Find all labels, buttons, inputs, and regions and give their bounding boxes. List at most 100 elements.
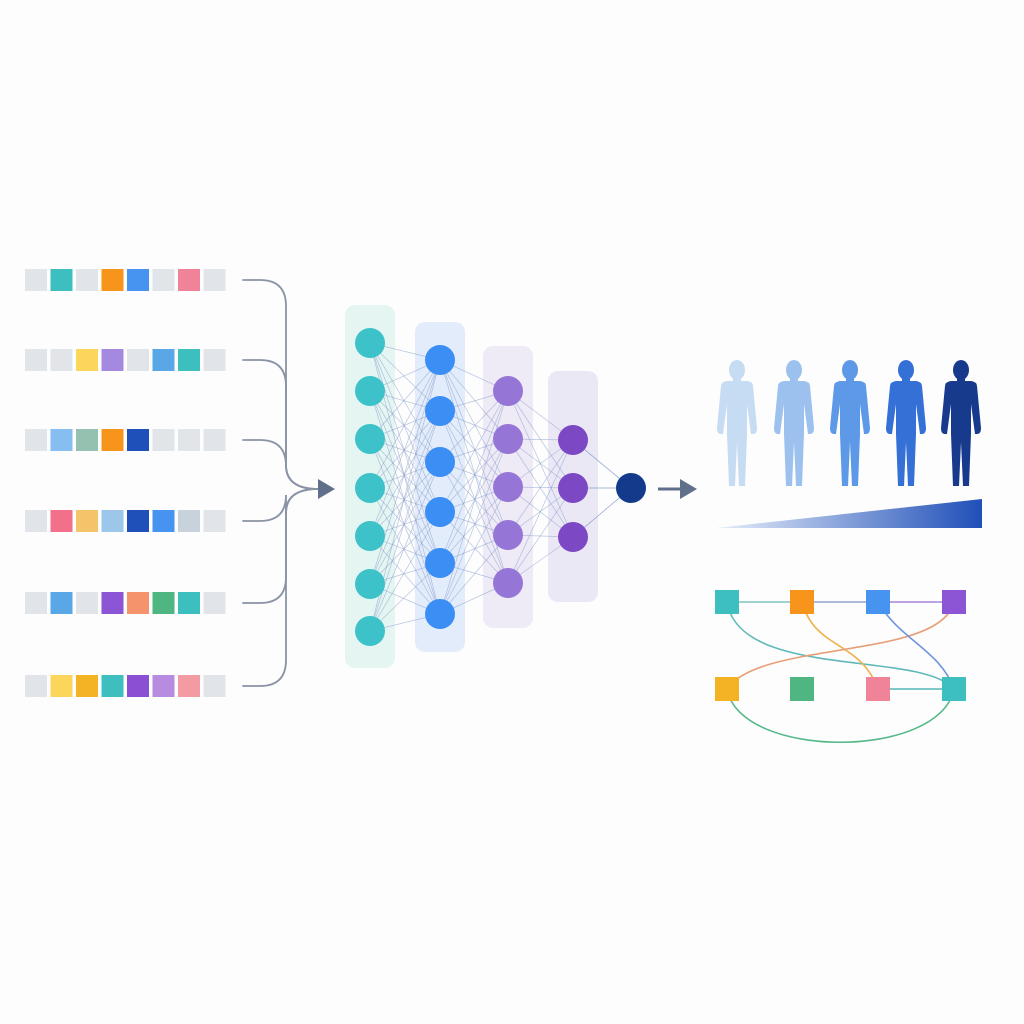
network-node (355, 521, 385, 551)
figure-body (941, 381, 981, 486)
sequence-cell (101, 269, 124, 291)
graph-node (790, 677, 814, 701)
network-node (355, 328, 385, 358)
sequence-cell (50, 269, 73, 291)
sequence-cell (101, 349, 124, 371)
network-edge (369, 410, 441, 585)
sequence-cell (50, 675, 73, 697)
graph-edge (726, 601, 955, 690)
network-edge (369, 410, 441, 489)
network-edge (369, 390, 441, 463)
human-figure-icon (774, 360, 814, 486)
output-arrow (658, 479, 697, 499)
sequence-cell (76, 592, 98, 614)
sequence-cell (178, 592, 200, 614)
network-node (493, 424, 523, 454)
human-figure-icon (886, 360, 926, 486)
network-edge (369, 410, 441, 537)
graph-node (715, 677, 739, 701)
sequence-cell (152, 349, 175, 371)
network-edge (439, 438, 509, 513)
sequence-cell (178, 510, 200, 532)
network-edge (369, 461, 441, 537)
network-node (493, 376, 523, 406)
network-edge (369, 390, 441, 615)
network-edge (439, 390, 509, 463)
neural-network (345, 305, 646, 668)
network-edge (369, 438, 441, 513)
graph-node (866, 677, 890, 701)
graph-edge (726, 688, 955, 743)
network-edge (369, 438, 441, 564)
network-edge (439, 511, 509, 584)
output-node (616, 473, 646, 503)
merge-arrowhead (318, 479, 335, 499)
network-node (493, 472, 523, 502)
network-edge (439, 461, 509, 584)
network-node (425, 345, 455, 375)
network-edge (369, 562, 441, 632)
sequence-cell (101, 510, 124, 532)
network-edge (369, 359, 441, 489)
sequence-cell (203, 429, 226, 451)
network-edge (369, 342, 441, 463)
network-edge (439, 359, 509, 440)
sequence-cell (152, 592, 175, 614)
network-edge (507, 487, 574, 584)
network-edge (369, 342, 441, 412)
sequence-cell (50, 349, 73, 371)
sequence-cell (178, 429, 200, 451)
sequence-cell (178, 349, 200, 371)
network-edge (439, 359, 509, 488)
graph-edge (801, 601, 879, 690)
network-node (425, 497, 455, 527)
network-edge (369, 487, 441, 615)
graph-node (715, 590, 739, 614)
connector-line (242, 439, 319, 490)
sequence-cell (25, 675, 47, 697)
connector-line (242, 488, 319, 604)
network-node (355, 473, 385, 503)
sequence-cell (203, 349, 226, 371)
interaction-graph (715, 590, 966, 743)
network-edge (439, 534, 509, 615)
sequence-cell (178, 675, 200, 697)
network-edge (369, 461, 441, 632)
network-edge (507, 390, 574, 538)
severity-wedge (716, 499, 982, 528)
network-edge (439, 486, 509, 564)
figure-head (729, 360, 745, 380)
sequence-cell (50, 592, 73, 614)
sequence-cell (76, 510, 98, 532)
sequence-cell (127, 675, 149, 697)
sequence-cell (127, 592, 149, 614)
sequence-cell (76, 269, 98, 291)
figure-head (898, 360, 914, 380)
network-edge (369, 511, 441, 585)
human-figure-icon (941, 360, 981, 486)
network-edge (369, 438, 441, 615)
network-node (425, 599, 455, 629)
sequence-cell (76, 675, 98, 697)
figure-head (953, 360, 969, 380)
figure-head (786, 360, 802, 380)
graph-edge (726, 601, 955, 690)
sequence-cell (152, 429, 175, 451)
sequence-cell (25, 510, 47, 532)
human-figure-icon (717, 360, 757, 486)
sequence-cell (76, 349, 98, 371)
network-node (425, 548, 455, 578)
network-node (558, 522, 588, 552)
network-node (558, 425, 588, 455)
network-edge (369, 410, 441, 632)
sequence-row (25, 429, 226, 451)
network-edge (439, 438, 509, 564)
network-node (425, 447, 455, 477)
sequence-cell (50, 429, 73, 451)
network-node (493, 568, 523, 598)
sequence-row (25, 592, 226, 614)
sequence-cell (76, 429, 98, 451)
network-edge (369, 359, 441, 537)
